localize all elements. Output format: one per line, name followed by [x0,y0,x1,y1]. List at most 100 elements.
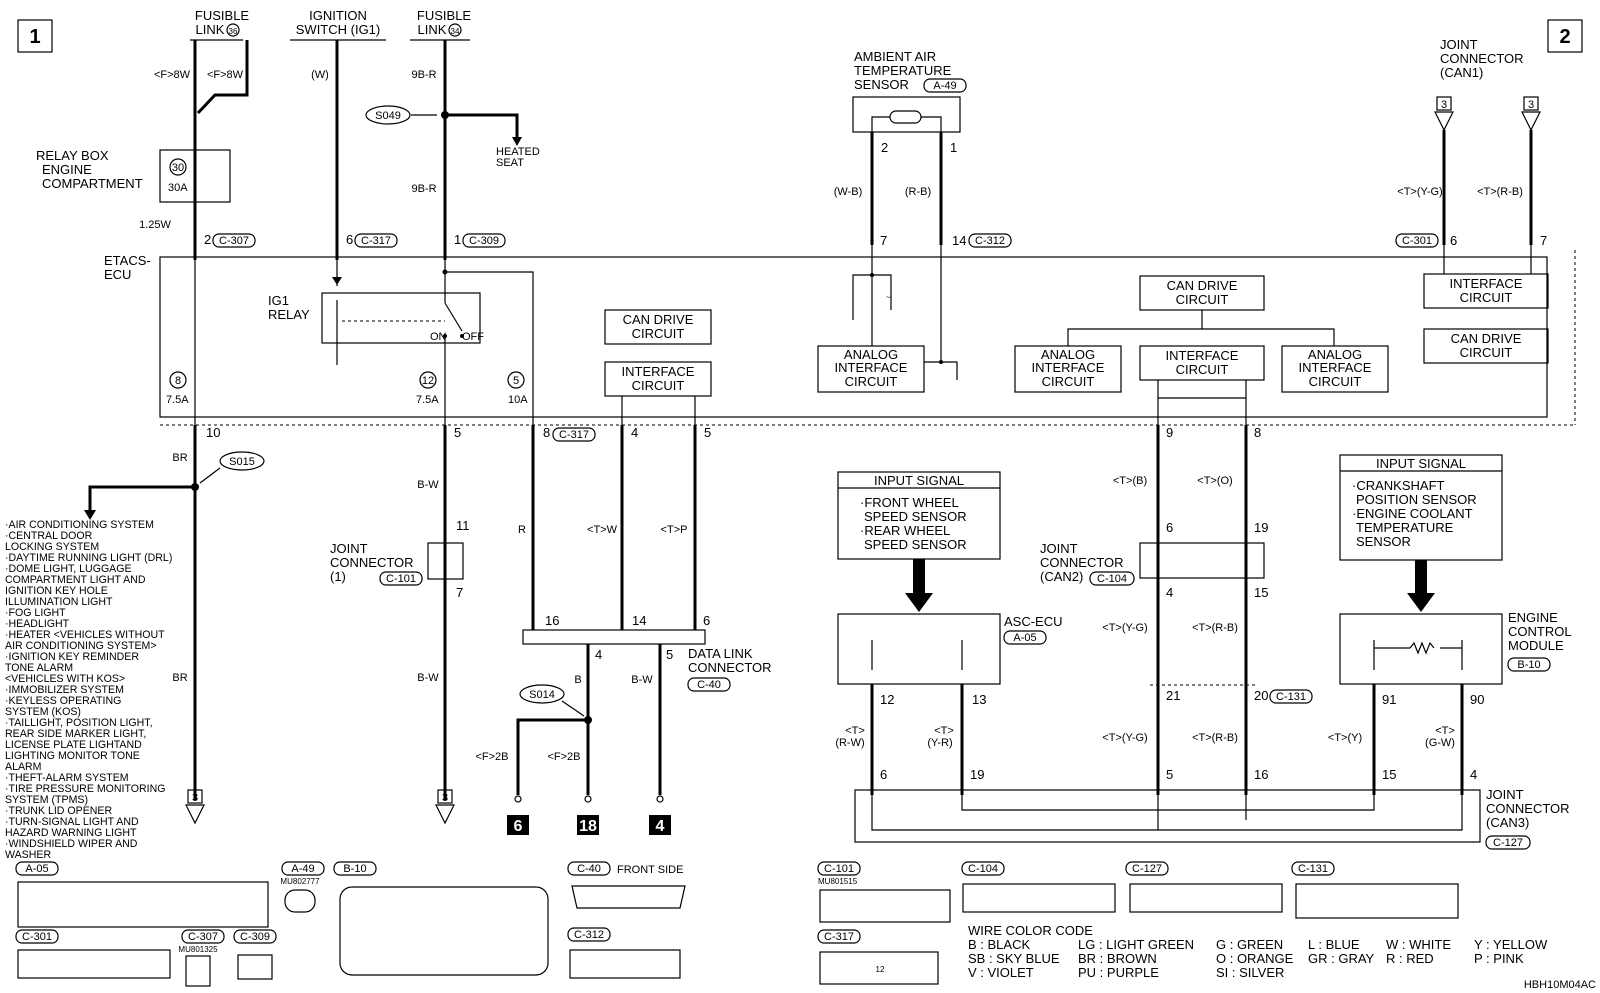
svg-text:<T>(O): <T>(O) [1197,475,1232,487]
svg-text:SPEED SENSOR: SPEED SENSOR [864,537,967,552]
svg-text:16: 16 [1254,767,1268,782]
svg-text:CIRCUIT: CIRCUIT [632,378,685,393]
svg-text:~: ~ [886,293,891,302]
svg-text:C-131: C-131 [1276,691,1306,703]
svg-text:12: 12 [876,965,885,974]
svg-text:C-131: C-131 [1298,863,1328,875]
svg-text:C-101: C-101 [386,573,416,585]
svg-text:(1): (1) [330,569,346,584]
legend-entry: V : VIOLET [968,965,1034,980]
svg-text:9B-R: 9B-R [411,69,436,81]
svg-text:C-317: C-317 [824,931,854,943]
wiring-list-item: ·IMMOBILIZER SYSTEM [5,684,124,696]
wiring-list-item: ·TAILLIGHT, POSITION LIGHT, [5,717,153,729]
fusible36-num: 36 [229,27,238,36]
svg-text:HEATED: HEATED [496,146,540,158]
svg-text:1: 1 [454,232,461,247]
legend-entry: LG : LIGHT GREEN [1078,937,1195,952]
interface-circuit-1 [604,361,712,397]
page-number-box-2 [1547,19,1583,53]
svg-text:CIRCUIT: CIRCUIT [1309,374,1362,389]
svg-text:8: 8 [175,375,181,387]
svg-text:B: B [574,674,581,686]
svg-text:INTERFACE: INTERFACE [1166,348,1239,363]
svg-text:4: 4 [1166,585,1173,600]
svg-text:<T>: <T> [845,725,865,737]
svg-text:TEMPERATURE: TEMPERATURE [1356,520,1454,535]
svg-text:<T>(Y-G): <T>(Y-G) [1102,622,1147,634]
svg-text:INPUT SIGNAL: INPUT SIGNAL [1376,456,1466,471]
legend-entry: G : GREEN [1216,937,1284,952]
svg-text:20: 20 [1254,688,1268,703]
connector-a05: A-05 [15,861,269,928]
legend-entry: BR : BROWN [1078,951,1157,966]
svg-text:CONNECTOR: CONNECTOR [1486,801,1570,816]
svg-text:CIRCUIT: CIRCUIT [845,374,898,389]
svg-text:CONNECTOR: CONNECTOR [330,555,414,570]
svg-text:13: 13 [972,692,986,707]
svg-text:<T>: <T> [934,725,954,737]
svg-text:MU802777: MU802777 [280,877,320,886]
legend-entry: PU : PURPLE [1078,965,1159,980]
ignition-label-a: IGNITION [309,8,367,23]
svg-text:1: 1 [950,140,957,155]
svg-text:C-40: C-40 [577,863,601,875]
wiring-list-item: ILLUMINATION LIGHT [5,596,113,608]
interface-circuit-2 [1139,345,1265,381]
svg-text:9B-R: 9B-R [411,183,436,195]
wire-f8w-b: <F>8W [207,69,244,81]
wiring-list-item: ·CENTRAL DOOR [5,530,93,542]
svg-text:(CAN2): (CAN2) [1040,569,1083,584]
svg-text:1.25W: 1.25W [139,219,171,231]
legend-entry: B : BLACK [968,937,1031,952]
svg-text:10: 10 [206,425,220,440]
svg-text:INTERFACE: INTERFACE [622,364,695,379]
asc-ecu-box [837,613,1001,685]
wiring-list-item: ·DAYTIME RUNNING LIGHT (DRL) [5,552,173,564]
svg-text:7: 7 [456,585,463,600]
svg-text:A-49: A-49 [933,80,956,92]
legend-entry: Y : YELLOW [1474,937,1548,952]
svg-text:SENSOR: SENSOR [854,77,909,92]
svg-text:<T>(Y-G): <T>(Y-G) [1397,186,1442,198]
svg-text:18: 18 [579,818,597,835]
svg-text:<T>P: <T>P [661,524,688,536]
svg-text:15: 15 [1254,585,1268,600]
svg-text:·FRONT WHEEL: ·FRONT WHEEL [860,495,959,510]
legend-entry: O : ORANGE [1216,951,1294,966]
svg-text:MU801515: MU801515 [818,877,858,886]
svg-text:C-127: C-127 [1132,863,1162,875]
svg-text:3: 3 [442,792,448,804]
svg-text:JOINT: JOINT [1486,787,1524,802]
svg-text:CIRCUIT: CIRCUIT [1042,374,1095,389]
svg-text:S049: S049 [375,110,401,122]
svg-text:A-05: A-05 [1013,632,1036,644]
connector-c40: C-40 FRONT SIDE [567,861,686,909]
svg-text:C-301: C-301 [22,931,52,943]
svg-text:5: 5 [513,375,519,387]
svg-text:JOINT: JOINT [330,541,368,556]
connector-c309: C-309 [233,929,277,980]
wiring-list-item: ·FOG LIGHT [5,607,66,619]
svg-text:ENGINE: ENGINE [1508,610,1558,625]
svg-text:CONNECTOR: CONNECTOR [1440,51,1524,66]
connector-c131: C-131 [1291,861,1459,919]
svg-text:FRONT SIDE: FRONT SIDE [617,864,683,876]
svg-text:JOINT: JOINT [1040,541,1078,556]
legend-entry: P : PINK [1474,951,1524,966]
svg-text:INTERFACE: INTERFACE [1299,360,1372,375]
fuse30-num: 30 [172,162,184,174]
connector-a49: A-49 MU802777 [280,861,325,913]
svg-text:C-312: C-312 [574,929,604,941]
svg-text:(R-W): (R-W) [835,737,864,749]
svg-text:C-104: C-104 [1097,573,1127,585]
svg-text:5: 5 [704,425,711,440]
svg-text:·ENGINE COOLANT: ·ENGINE COOLANT [1352,506,1473,521]
svg-text:(Y-R): (Y-R) [927,737,952,749]
svg-text:INTERFACE: INTERFACE [1032,360,1105,375]
svg-text:91: 91 [1382,692,1396,707]
diagram-code: HBH10M04AC [1524,979,1596,991]
svg-text:CONTROL: CONTROL [1508,624,1572,639]
svg-text:CONNECTOR: CONNECTOR [1040,555,1124,570]
svg-text:MU801325: MU801325 [178,945,218,954]
